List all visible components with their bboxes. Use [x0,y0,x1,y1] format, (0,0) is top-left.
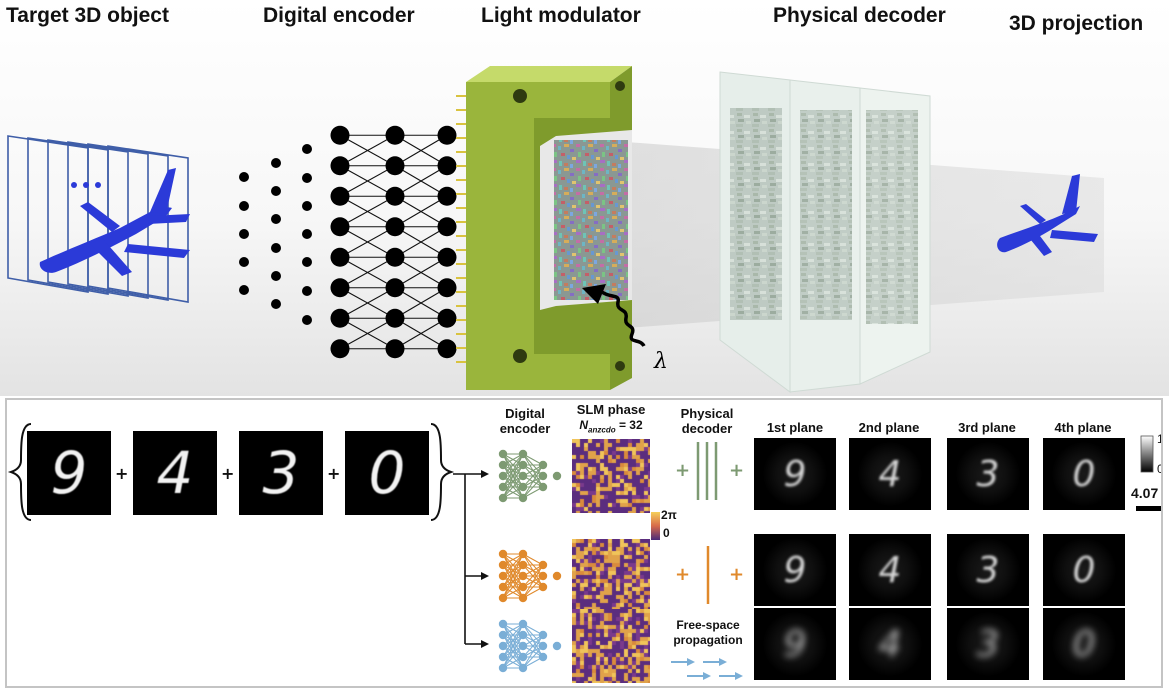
header-plane-4: 4th plane [1041,420,1125,435]
phase-min-label: 0 [663,526,670,541]
plane-row1-col3: 3 [947,438,1029,510]
propagation-arrows [671,658,743,680]
phase-colorbar [651,512,660,540]
decoder-plus-left-2: + [675,564,690,585]
plane-row3-col4: 0 [1043,608,1125,680]
n-value: = 32 [619,418,643,432]
plus-sign-2: + [221,464,234,483]
plane-row2-col2: 4 [849,534,931,606]
plane-row3-col1: 9 [754,608,836,680]
plane-row2-col3: 3 [947,534,1029,606]
title-light-modulator: Light modulator [481,4,641,28]
plane-row1-col4: 0 [1043,438,1125,510]
plane-row1-col2: 4 [849,438,931,510]
slm-phase-pattern-3 [572,609,650,683]
encoder-network-green [499,450,561,502]
input-digit-4: 0 [345,431,429,515]
header-plane-1: 1st plane [753,420,837,435]
decoder-plus-left-1: + [675,460,690,481]
title-digital-encoder: Digital encoder [263,4,415,28]
title-3d-projection: 3D projection [1009,12,1143,36]
n-symbol: N [579,418,588,432]
phase-max-label: 2π [661,508,677,523]
physical-decoder-plates [720,72,930,392]
wavelength-label: λ [653,349,668,374]
title-physical-decoder: Physical decoder [773,4,946,28]
plus-sign-1: + [115,464,128,483]
decoder-plus-right-1: + [729,460,744,481]
header-plane-3: 3rd plane [945,420,1029,435]
intensity-colorbar [1141,436,1153,472]
input-digit-3: 3 [239,431,323,515]
decoder-lines-multi [698,442,716,500]
input-digit-1: 9 [27,431,111,515]
plane-row2-col4: 0 [1043,534,1125,606]
header-plane-2: 2nd plane [847,420,931,435]
slm-phase-pattern-2 [572,539,650,613]
schematic-illustration: λ [0,0,1169,396]
header-slm-phase: SLM phase [567,402,655,417]
header-physical-decoder: Physical decoder [669,406,745,436]
input-digit-2: 4 [133,431,217,515]
free-space-propagation-label: Free-space propagation [663,618,753,648]
slm-phase-pattern-1 [572,439,650,513]
encoder-network-orange [499,550,561,602]
plus-sign-3: + [327,464,340,483]
decoder-plus-right-2: + [729,564,744,585]
scale-bar [1136,506,1162,511]
plane-row2-col1: 9 [754,534,836,606]
light-modulator [456,66,632,390]
intensity-max-label: 1 [1157,432,1163,447]
plane-row3-col2: 4 [849,608,931,680]
header-n-param: Nanzcdo = 32 [563,418,659,437]
header-digital-encoder: Digital encoder [493,406,557,436]
intensity-min-label: 0 [1157,462,1163,477]
n-subscript: anzcdo [588,425,616,434]
results-panel: 9 + 4 + 3 + 0 Digital encoder SLM phase … [5,398,1163,688]
encoder-network-blue [499,620,561,672]
plane-row1-col1: 9 [754,438,836,510]
scale-bar-label: 4.07 [1131,486,1158,501]
plane-row3-col3: 3 [947,608,1029,680]
title-target-3d-object: Target 3D object [6,4,169,28]
